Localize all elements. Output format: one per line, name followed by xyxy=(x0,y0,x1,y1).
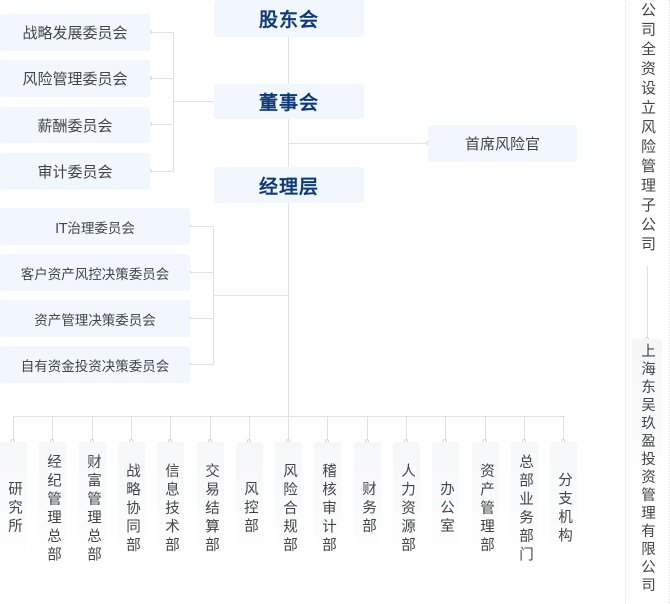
connector-subsidiary xyxy=(647,266,648,340)
department-connector xyxy=(92,416,93,441)
subsidiary-caption: 公司全资设立风险管理子公司 xyxy=(639,2,657,256)
department-box[interactable]: 研究所 xyxy=(0,442,27,572)
connector-shareholders-board xyxy=(288,37,289,84)
cro-node[interactable]: 首席风险官 xyxy=(428,125,577,162)
connector-line xyxy=(189,272,213,273)
department-connector xyxy=(13,416,14,441)
subsidiary-node[interactable] xyxy=(632,339,662,604)
department-connector xyxy=(170,416,171,441)
shareholders-label: 股东会 xyxy=(258,9,319,31)
department-box[interactable]: 交易结算部 xyxy=(197,442,224,572)
management-committee[interactable]: 自有资金投资决策委员会 xyxy=(0,346,190,383)
department-connector xyxy=(406,416,407,441)
management-node[interactable]: 经理层 xyxy=(214,167,364,203)
connector-line xyxy=(213,295,289,296)
connector-management-committees xyxy=(189,226,213,227)
connector-line xyxy=(189,364,213,365)
department-connector xyxy=(563,416,564,441)
board-committee[interactable]: 风险管理委员会 xyxy=(0,60,150,97)
board-committee[interactable]: 薪酬委员会 xyxy=(0,107,150,143)
department-box[interactable]: 资产管理部 xyxy=(472,442,499,572)
connector-line xyxy=(150,78,174,79)
shareholders-node[interactable]: 股东会 xyxy=(214,0,364,37)
department-box[interactable]: 信息技术部 xyxy=(157,442,184,572)
connector-board-cro xyxy=(288,143,428,144)
department-box[interactable]: 战略协同部 xyxy=(118,442,145,572)
connector-line xyxy=(150,124,174,125)
board-committee-label: 薪酬委员会 xyxy=(37,116,113,135)
connector-management-departments xyxy=(288,202,289,417)
board-node[interactable]: 董事会 xyxy=(214,84,364,119)
management-committee-label: 资产管理决策委员会 xyxy=(34,312,156,329)
department-connector xyxy=(524,416,525,441)
connector-line xyxy=(173,32,174,172)
department-connector xyxy=(327,416,328,441)
department-box[interactable]: 总部业务部门 xyxy=(511,442,538,572)
department-connector xyxy=(249,416,250,441)
connector-board-committees xyxy=(150,32,174,33)
management-committee-label: IT治理委员会 xyxy=(55,220,135,237)
department-connector xyxy=(52,416,53,441)
department-connector xyxy=(367,416,368,441)
department-connector xyxy=(131,416,132,441)
department-connector xyxy=(485,416,486,441)
board-label: 董事会 xyxy=(258,92,319,114)
board-committee-label: 战略发展委员会 xyxy=(22,24,128,42)
connector-line xyxy=(173,101,215,102)
subsidiary-name: 上海东吴玖盈投资管理有限公司 xyxy=(639,343,655,595)
management-committee-label: 客户资产风控决策委员会 xyxy=(20,266,170,283)
management-committee-label: 自有资金投资决策委员会 xyxy=(20,358,170,375)
department-box[interactable]: 风控部 xyxy=(236,442,263,572)
department-box[interactable]: 财务部 xyxy=(354,442,381,572)
connector-line xyxy=(189,318,213,319)
department-box[interactable]: 办公室 xyxy=(432,442,459,572)
department-box[interactable]: 财富管理总部 xyxy=(79,442,106,572)
management-committee[interactable]: 资产管理决策委员会 xyxy=(0,300,190,337)
departments-bus xyxy=(13,416,565,417)
connector-line xyxy=(150,171,174,172)
board-committee-label: 审计委员会 xyxy=(37,163,113,181)
department-box[interactable]: 风险合规部 xyxy=(275,442,302,572)
cro-label: 首席风险官 xyxy=(464,135,540,153)
department-box[interactable]: 人力资源部 xyxy=(393,442,420,572)
management-committee[interactable]: 客户资产风控决策委员会 xyxy=(0,254,190,291)
board-committee[interactable]: 审计委员会 xyxy=(0,153,150,190)
department-connector xyxy=(210,416,211,441)
department-box[interactable]: 分支机构 xyxy=(550,442,577,572)
department-connector xyxy=(445,416,446,441)
department-box[interactable]: 经纪管理总部 xyxy=(39,442,66,572)
board-committee-label: 风险管理委员会 xyxy=(22,70,128,88)
department-connector xyxy=(288,416,289,441)
management-committee[interactable]: IT治理委员会 xyxy=(0,208,190,245)
department-box[interactable]: 稽核审计部 xyxy=(314,442,341,572)
management-label: 经理层 xyxy=(258,175,319,198)
board-committee[interactable]: 战略发展委员会 xyxy=(0,14,150,51)
